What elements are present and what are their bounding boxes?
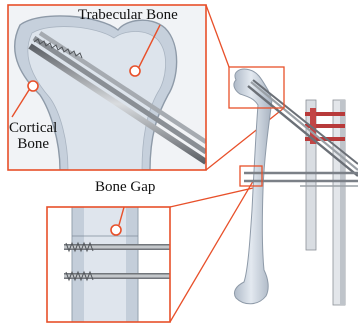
label-bone-gap: Bone Gap (95, 180, 155, 196)
shaft-trabecular (84, 200, 126, 327)
fixator-bar-right-shade (340, 100, 345, 305)
label-cortical-line2: Bone (9, 137, 57, 153)
connector-top-lower (206, 108, 284, 170)
full-femur-assembly (229, 67, 358, 305)
marker-bone-gap (111, 225, 121, 235)
marker-cortical (28, 81, 38, 91)
connector-top-upper (206, 5, 229, 67)
label-cortical-bone: Cortical Bone (9, 121, 57, 153)
label-trabecular-bone: Trabecular Bone (78, 8, 178, 24)
label-cortical-line1: Cortical (9, 121, 57, 137)
marker-trabecular (130, 66, 140, 76)
inset-bone-gap (47, 200, 174, 327)
